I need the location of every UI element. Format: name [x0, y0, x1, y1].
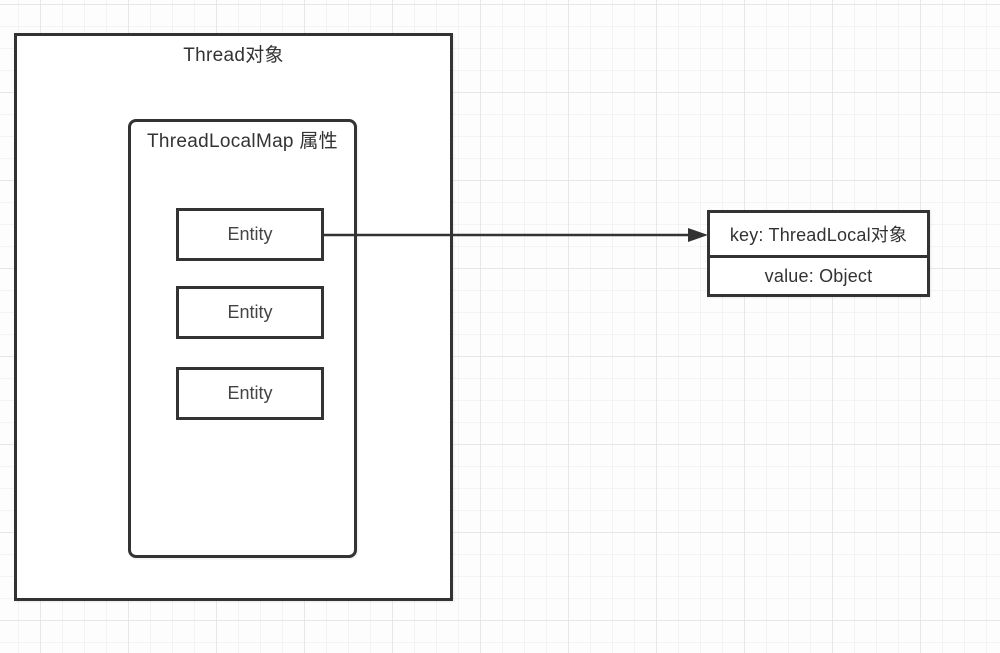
- entry-value-row: value: Object: [764, 265, 873, 286]
- entity-label: Entity: [227, 383, 273, 403]
- entity-label: Entity: [227, 224, 273, 244]
- thread-object-title: Thread对象: [183, 45, 284, 66]
- entry-key-row: key: ThreadLocal对象: [710, 213, 927, 258]
- entity-box-3: Entity: [176, 367, 324, 420]
- threadlocalmap-box: ThreadLocalMap 属性 Entity Entity Entity: [128, 119, 357, 558]
- entry-box: key: ThreadLocal对象 value: Object: [707, 210, 930, 297]
- entity-box-2: Entity: [176, 286, 324, 339]
- entity-to-entry-arrow: [322, 228, 708, 242]
- arrow-head-icon: [688, 228, 708, 242]
- thread-object-box: Thread对象 ThreadLocalMap 属性 Entity Entity…: [14, 33, 453, 601]
- entity-box-1: Entity: [176, 208, 324, 261]
- entity-label: Entity: [227, 302, 273, 322]
- threadlocalmap-title: ThreadLocalMap 属性: [147, 131, 338, 152]
